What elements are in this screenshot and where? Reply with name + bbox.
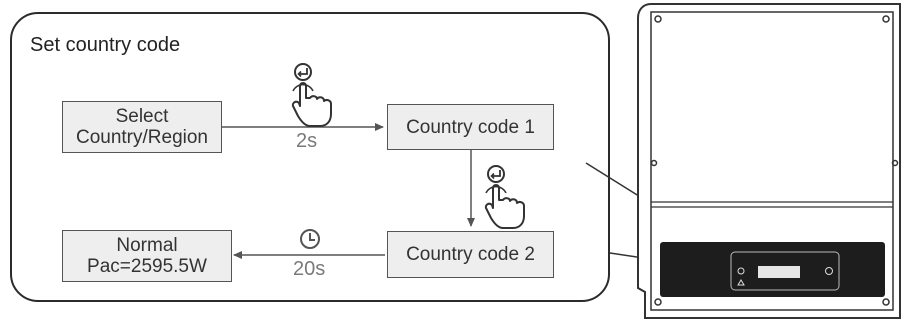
hand-press-icon bbox=[484, 184, 525, 229]
country-code-2-label: Country code 2 bbox=[406, 244, 535, 265]
edge-label-20s: 20s bbox=[293, 258, 326, 280]
inverter-icon bbox=[637, 3, 901, 319]
normal-status-line1: Normal bbox=[116, 235, 178, 256]
country-code-1-label: Country code 1 bbox=[406, 116, 535, 138]
country-code-1-box: Country code 1 bbox=[387, 104, 554, 150]
inverter-display bbox=[758, 266, 800, 278]
select-country-line1: Select bbox=[115, 106, 169, 127]
clock-icon bbox=[300, 229, 320, 249]
enter-button-icon bbox=[487, 165, 505, 183]
normal-status-box: Normal Pac=2595.5W bbox=[62, 230, 232, 282]
select-country-box: Select Country/Region bbox=[62, 101, 222, 153]
country-code-2-box: Country code 2 bbox=[387, 231, 554, 278]
enter-button-icon bbox=[294, 63, 312, 81]
select-country-line2: Country/Region bbox=[75, 127, 209, 148]
normal-status-line2: Pac=2595.5W bbox=[87, 256, 207, 277]
diagram-title: Set country code bbox=[30, 34, 181, 56]
hand-press-icon bbox=[291, 82, 332, 127]
edge-label-2s: 2s bbox=[296, 130, 318, 152]
